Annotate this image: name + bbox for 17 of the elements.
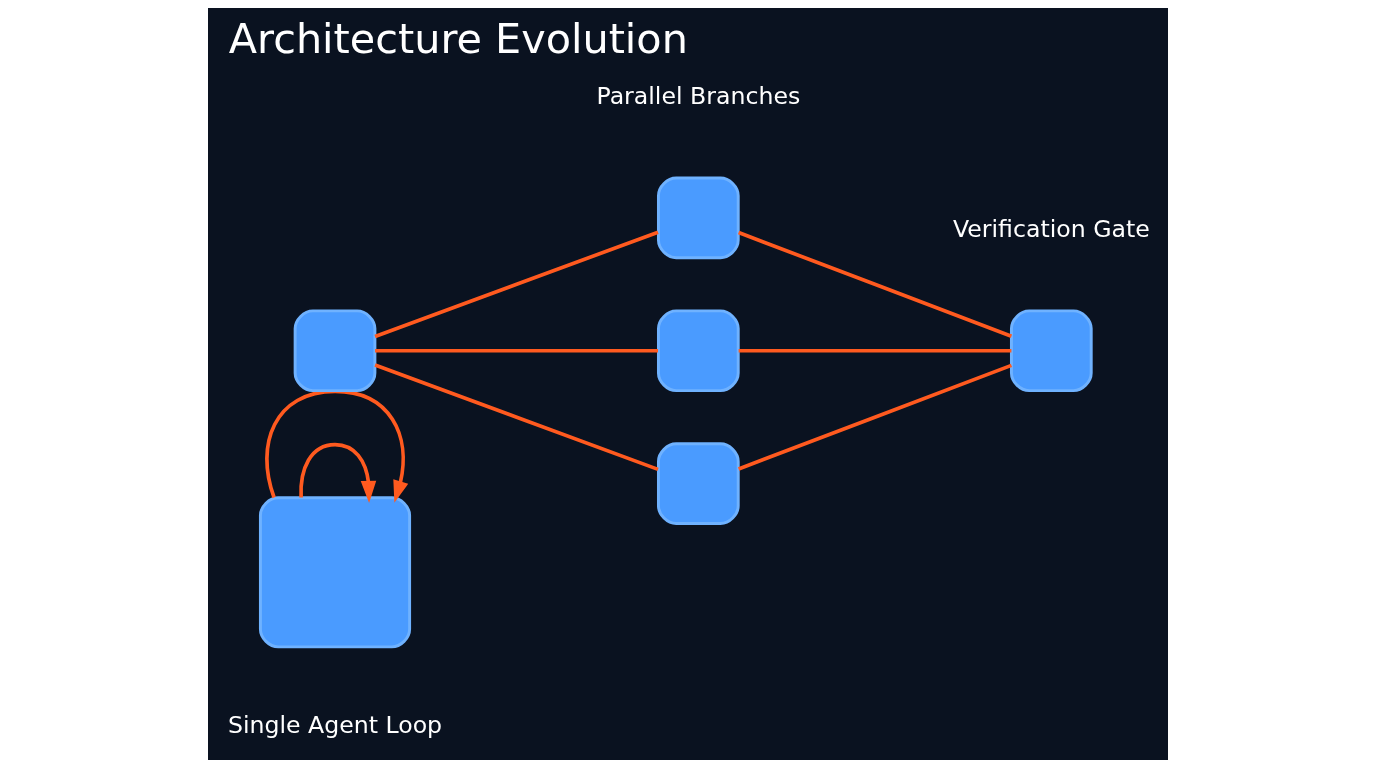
- node-box: [657, 309, 740, 393]
- node-box: [293, 309, 377, 393]
- node-box: [258, 496, 412, 649]
- node-box: [657, 442, 740, 526]
- arrow: [299, 442, 377, 504]
- node-box: [1009, 309, 1093, 393]
- connector: [374, 363, 659, 472]
- connector: [375, 348, 659, 353]
- node-label: Parallel Branches: [596, 81, 801, 110]
- node-label: Verification Gate: [952, 214, 1150, 243]
- diagram-title: Architecture Evolution: [228, 15, 688, 64]
- node-box: [657, 176, 740, 260]
- connector: [737, 230, 1013, 338]
- node-label: Single Agent Loop: [227, 711, 443, 739]
- connector: [737, 363, 1013, 471]
- connector: [374, 230, 659, 339]
- connector: [738, 348, 1012, 353]
